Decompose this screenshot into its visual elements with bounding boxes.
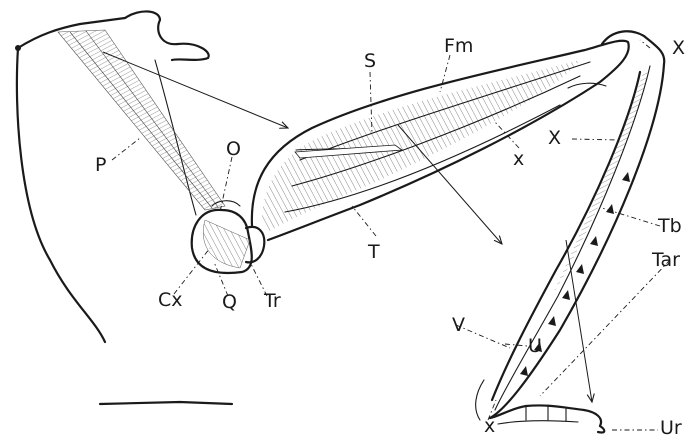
label-Ur: Ur: [660, 417, 682, 436]
label-X-upper: X: [672, 37, 685, 59]
tibia: [490, 64, 664, 418]
pivot-point: [15, 45, 21, 51]
label-P: P: [95, 154, 106, 176]
label-U: U: [528, 335, 542, 357]
label-Cx: Cx: [158, 289, 183, 311]
label-T: T: [367, 241, 380, 263]
label-S: S: [364, 50, 376, 72]
label-Tb: Tb: [657, 215, 682, 237]
labels: P O S Fm x X X Tb T Cx Q Tr V U Tar x Ur: [95, 35, 685, 436]
label-X-tibia: X: [548, 127, 561, 149]
label-Fm: Fm: [444, 35, 473, 57]
label-x-femur: x: [513, 148, 524, 170]
label-V: V: [452, 314, 465, 336]
label-Tr: Tr: [263, 290, 281, 312]
label-x-tarsus: x: [484, 415, 495, 436]
label-Tar: Tar: [651, 249, 680, 271]
knee-joint: [568, 31, 664, 88]
muscle-P: [58, 30, 225, 210]
coxa: [192, 201, 252, 273]
femur: [252, 41, 629, 240]
label-O: O: [226, 138, 241, 160]
label-Q: Q: [222, 291, 237, 313]
